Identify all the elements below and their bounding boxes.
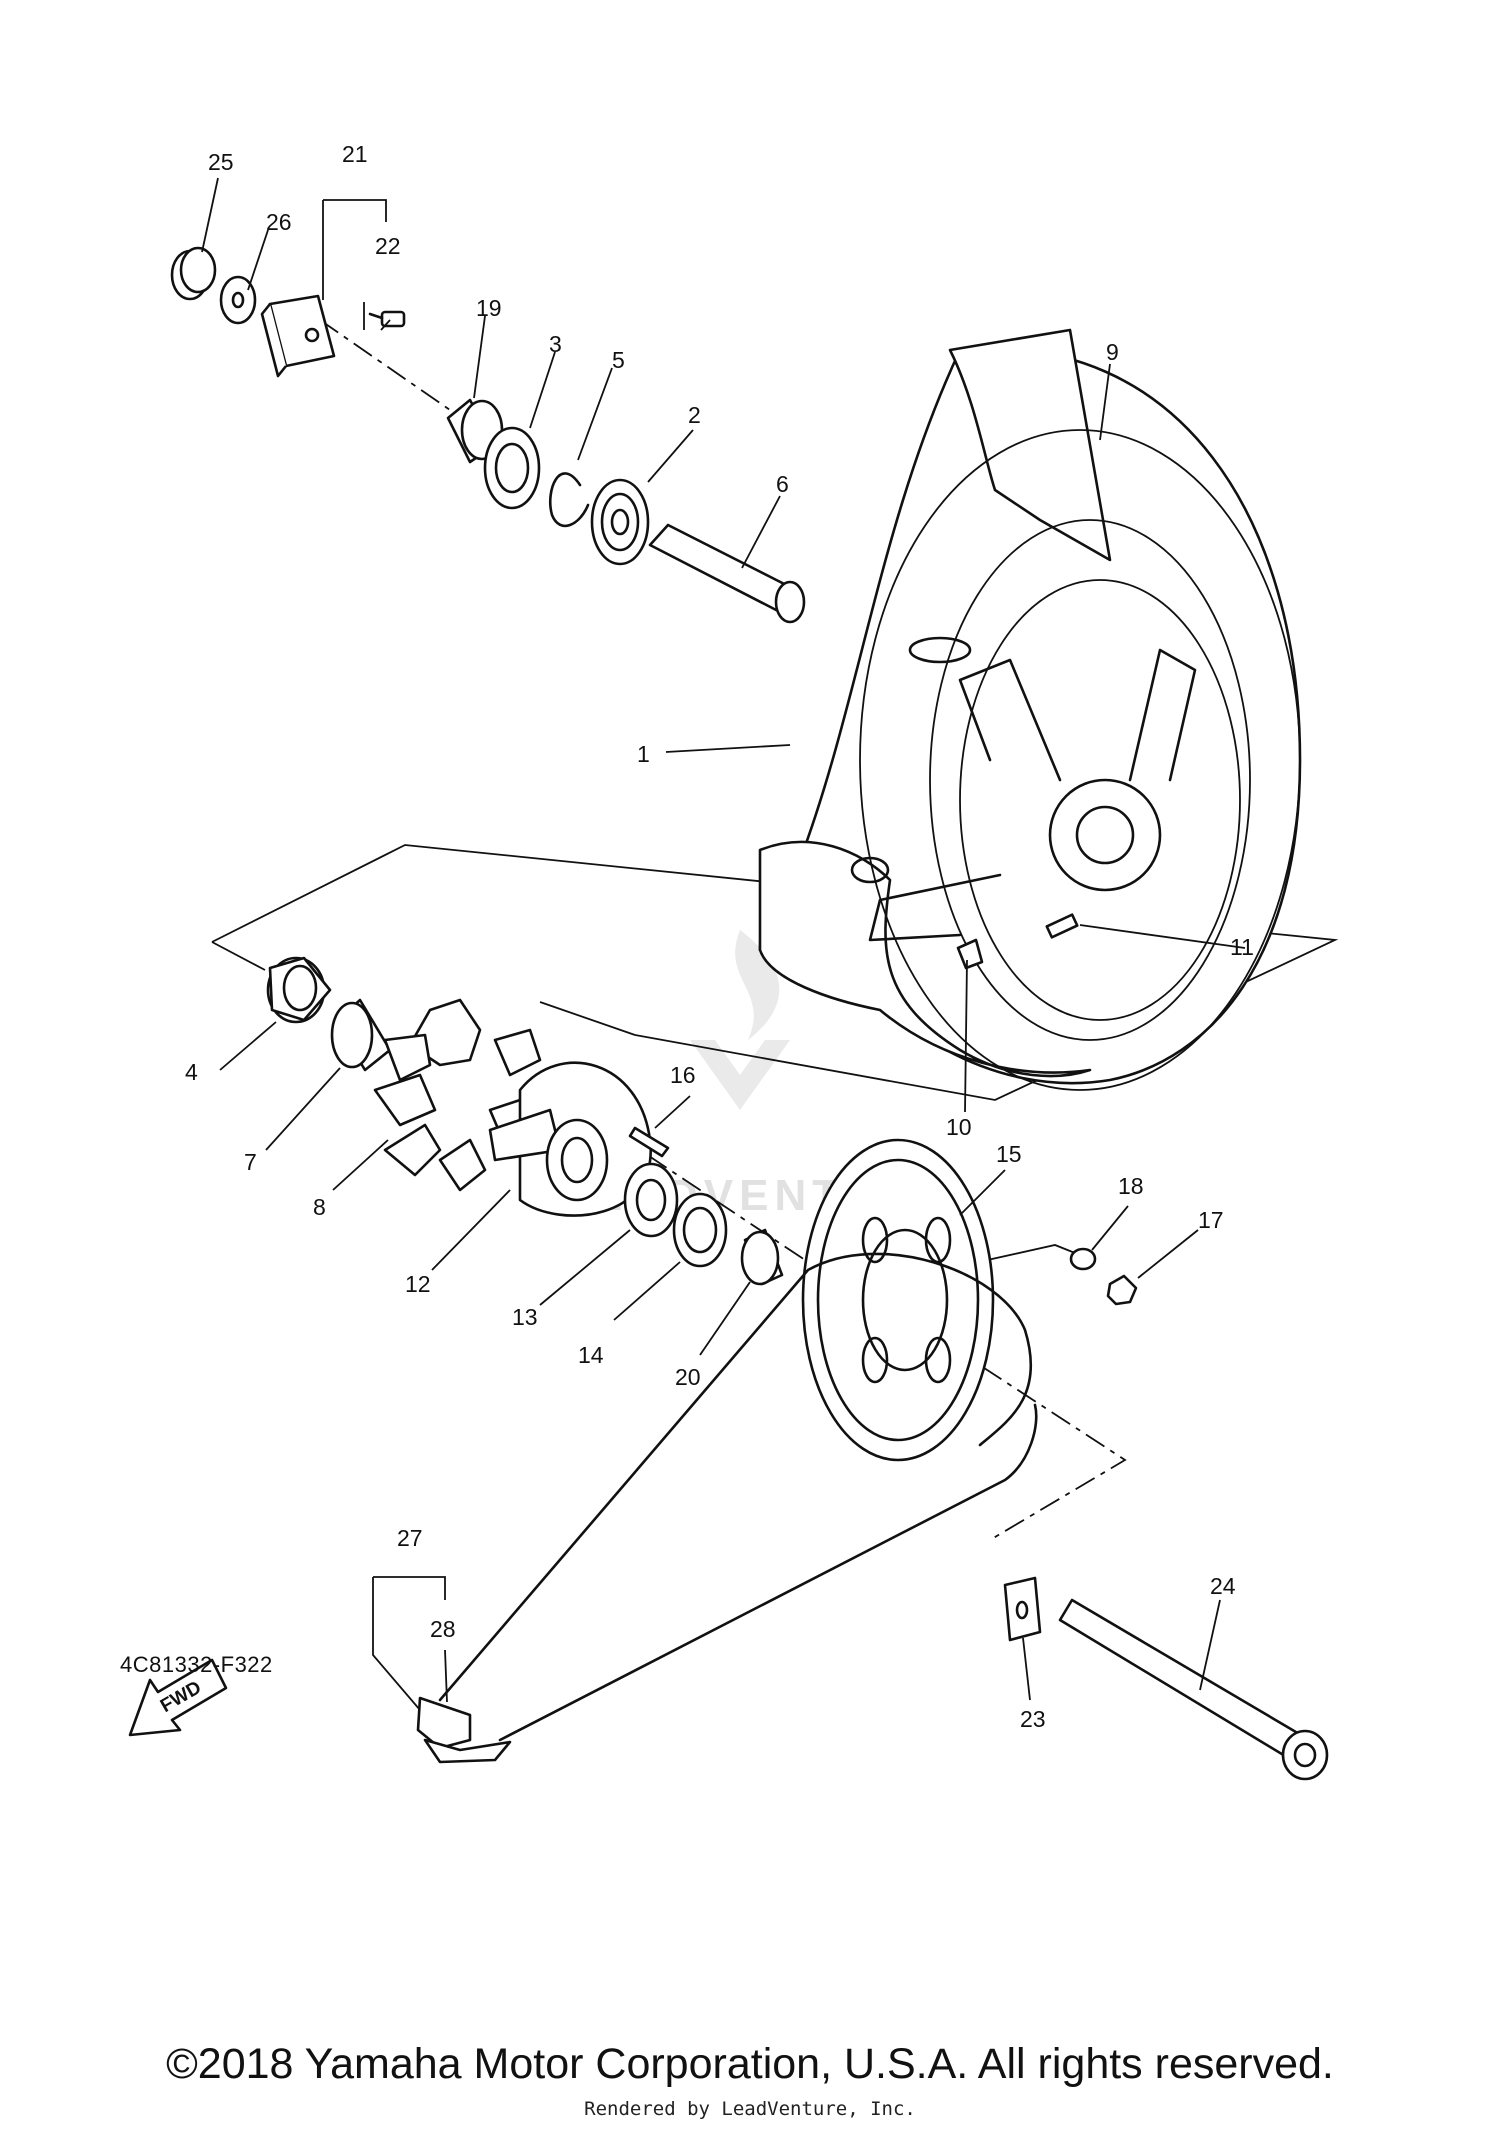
hub-oil-seal [672,1192,728,1268]
hub-bearing [623,1162,679,1238]
bearing [590,478,650,566]
valve-stem [956,938,984,970]
needle-bearing [266,956,332,1024]
callout-2: 2 [688,402,701,428]
sprocket-nut [1106,1274,1138,1306]
callout-18: 18 [1118,1173,1144,1199]
callout-20: 20 [675,1364,701,1390]
callout-27: 27 [397,1525,423,1551]
stud-bolt [628,1126,670,1158]
axle-nut [170,246,217,301]
callout-6: 6 [776,471,789,497]
hub-collar [330,998,392,1072]
callout-8: 8 [313,1194,326,1220]
callout-26: 26 [266,209,292,235]
axle-centerline-upper [319,319,451,411]
callout-3: 3 [549,331,562,357]
callout-19: 19 [476,295,502,321]
balance-weight [1045,913,1079,939]
rear-axle [1058,1598,1329,1781]
drive-chain [416,1252,1038,1764]
rear-wheel [758,328,1302,1091]
chain-adjuster-plate [1003,1576,1042,1642]
callout-4: 4 [185,1059,198,1085]
rendered-by-note: Rendered by LeadVenture, Inc. [584,2098,916,2120]
callout-28: 28 [430,1616,456,1642]
callout-7: 7 [244,1149,257,1175]
callout-23: 23 [1020,1706,1046,1732]
callout-13: 13 [512,1304,538,1330]
clutch-hub [488,1061,652,1217]
callout-numbers: 25 26 21 22 19 3 5 2 6 9 1 11 10 4 7 8 1… [185,141,1254,1732]
bearing-oil-seal [483,426,541,510]
hub-spacer [740,1228,784,1286]
callout-11: 11 [1230,934,1254,960]
callout-5: 5 [612,347,625,373]
hub-assembly-frame [211,844,1339,1101]
diagram-code: 4C81332-F322 [120,1652,273,1677]
callout-24: 24 [1210,1573,1236,1599]
axle-adjuster-plate [260,294,336,378]
leader-lines [201,177,1246,1711]
callout-14: 14 [578,1342,604,1368]
callout-1: 1 [637,741,650,767]
callout-22: 22 [375,233,401,259]
driven-sprocket [801,1138,995,1462]
callout-10: 10 [946,1114,972,1140]
callout-16: 16 [670,1062,696,1088]
axle-washer [219,275,257,325]
callout-12: 12 [405,1271,431,1297]
callout-9: 9 [1106,339,1119,365]
sprocket-washer [1069,1247,1097,1271]
spacer-tube [648,523,806,624]
hub-damper [373,998,542,1192]
callout-17: 17 [1198,1207,1224,1233]
callout-15: 15 [996,1141,1022,1167]
copyright-notice: ©2018 Yamaha Motor Corporation, U.S.A. A… [166,2040,1334,2088]
callout-21: 21 [342,141,368,167]
callout-25: 25 [208,149,234,175]
circlip [548,472,590,528]
